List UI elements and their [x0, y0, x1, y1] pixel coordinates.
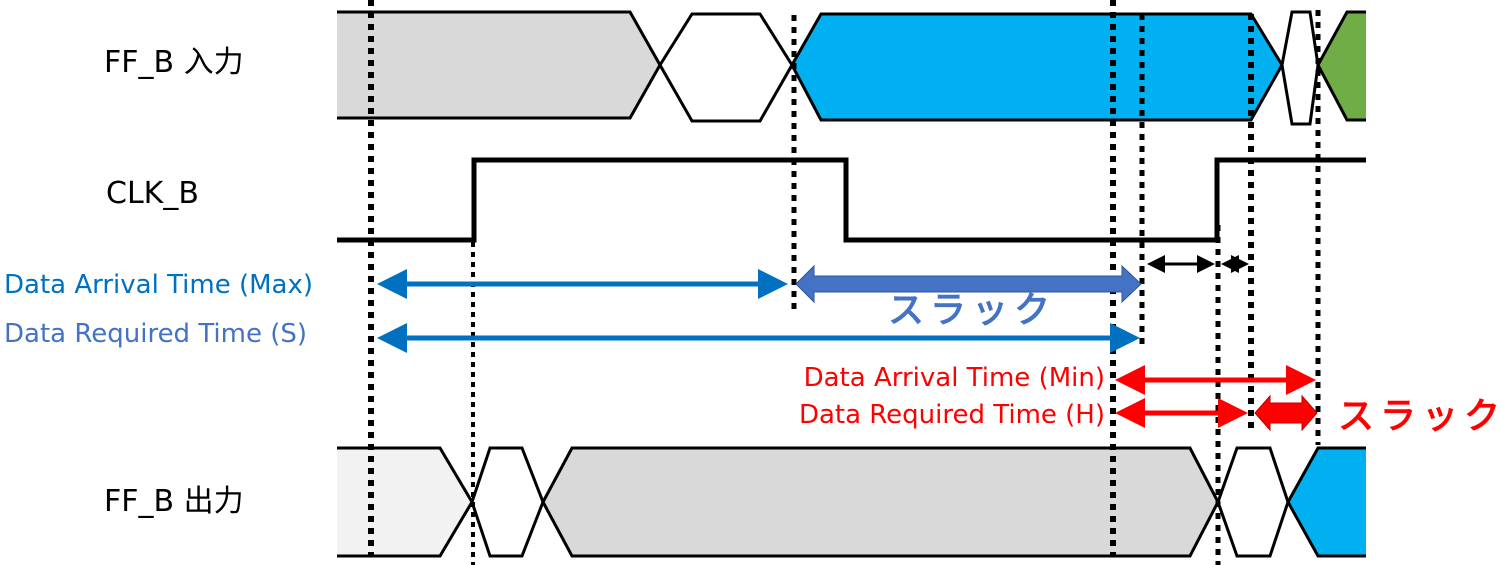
- data-segment-gray: [337, 10, 662, 120]
- ff-b-input-label: FF_B 入力: [104, 45, 244, 80]
- setup-slack-arrow: [795, 264, 1142, 304]
- data-segment-transition: [470, 446, 545, 558]
- ff-b-output-label: FF_B 出力: [104, 484, 244, 519]
- required-s-label: Data Required Time (S): [4, 319, 307, 349]
- data-segment-light-gray: [337, 446, 474, 558]
- arrival-min-label: Data Arrival Time (Min): [804, 363, 1105, 393]
- data-segment-transition: [1216, 446, 1290, 558]
- setup-slack-label: スラック: [888, 290, 1056, 331]
- clk-b-label: CLK_B: [106, 176, 199, 211]
- data-segment-blue: [790, 12, 1284, 122]
- data-segment-green: [1316, 10, 1366, 122]
- ff-b-output-waveform: [337, 446, 1366, 558]
- data-segment-gray: [541, 446, 1220, 558]
- clk-b-waveform: [337, 157, 1366, 243]
- data-segment-transition: [1280, 10, 1320, 126]
- arrival-max-label: Data Arrival Time (Max): [4, 270, 313, 300]
- required-h-label: Data Required Time (H): [799, 400, 1105, 430]
- ff-b-input-waveform: [337, 10, 1366, 126]
- data-segment-transition: [658, 12, 794, 123]
- hold-slack-arrow: [1254, 394, 1318, 432]
- data-segment-blue: [1286, 446, 1366, 558]
- hold-slack-label: スラック: [1338, 396, 1500, 437]
